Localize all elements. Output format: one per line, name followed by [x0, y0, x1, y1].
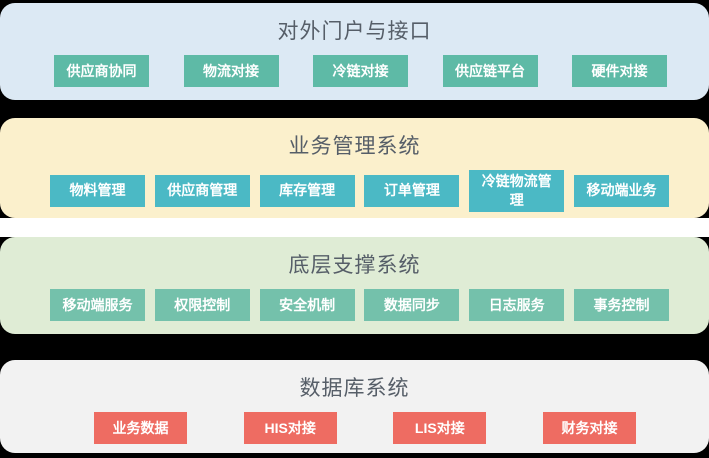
module-supply-chain-platform: 供应链平台 [442, 55, 538, 87]
layer-business-management-modules: 物料管理 供应商管理 库存管理 订单管理 冷链物流管理 移动端业务 [0, 170, 709, 212]
layer-business-management-title: 业务管理系统 [288, 135, 421, 158]
module-cold-chain-integration: 冷链对接 [313, 55, 408, 87]
layer-external-portal-title: 对外门户与接口 [277, 20, 432, 43]
module-cold-chain-logistics-management: 冷链物流管理 [469, 170, 565, 212]
layer-external-portal-modules: 供应商协同 物流对接 冷链对接 供应链平台 硬件对接 [0, 55, 709, 87]
layer-support-system-modules: 移动端服务 权限控制 安全机制 数据同步 日志服务 事务控制 [0, 289, 709, 321]
module-business-data: 业务数据 [94, 412, 187, 444]
module-security-mechanism: 安全机制 [259, 289, 355, 321]
layer-support-system-title: 底层支撑系统 [288, 254, 421, 277]
module-his-integration: HIS对接 [243, 412, 337, 444]
layer-support-system: 底层支撑系统 移动端服务 权限控制 安全机制 数据同步 日志服务 事务控制 [0, 237, 709, 334]
module-permission-control: 权限控制 [154, 289, 250, 321]
module-supplier-collaboration: 供应商协同 [54, 55, 149, 87]
layer-separator [0, 218, 709, 237]
module-finance-integration: 财务对接 [542, 412, 636, 444]
module-lis-integration: LIS对接 [393, 412, 487, 444]
module-inventory-management: 库存管理 [259, 174, 355, 207]
module-log-service: 日志服务 [469, 289, 565, 321]
layer-database-system: 数据库系统 业务数据 HIS对接 LIS对接 财务对接 [0, 360, 709, 453]
module-material-management: 物料管理 [50, 174, 145, 207]
module-mobile-business: 移动端业务 [573, 174, 669, 207]
module-logistics-integration: 物流对接 [183, 55, 279, 87]
module-hardware-integration: 硬件对接 [572, 55, 667, 87]
layer-database-system-modules: 业务数据 HIS对接 LIS对接 财务对接 [0, 412, 709, 444]
layer-database-system-title: 数据库系统 [299, 377, 410, 400]
module-transaction-control: 事务控制 [573, 289, 669, 321]
module-supplier-management: 供应商管理 [154, 174, 250, 207]
module-data-sync: 数据同步 [364, 289, 460, 321]
layer-business-management: 业务管理系统 物料管理 供应商管理 库存管理 订单管理 冷链物流管理 移动端业务 [0, 118, 709, 218]
module-order-management: 订单管理 [364, 174, 460, 207]
layer-external-portal: 对外门户与接口 供应商协同 物流对接 冷链对接 供应链平台 硬件对接 [0, 3, 709, 100]
module-mobile-service: 移动端服务 [50, 289, 145, 321]
